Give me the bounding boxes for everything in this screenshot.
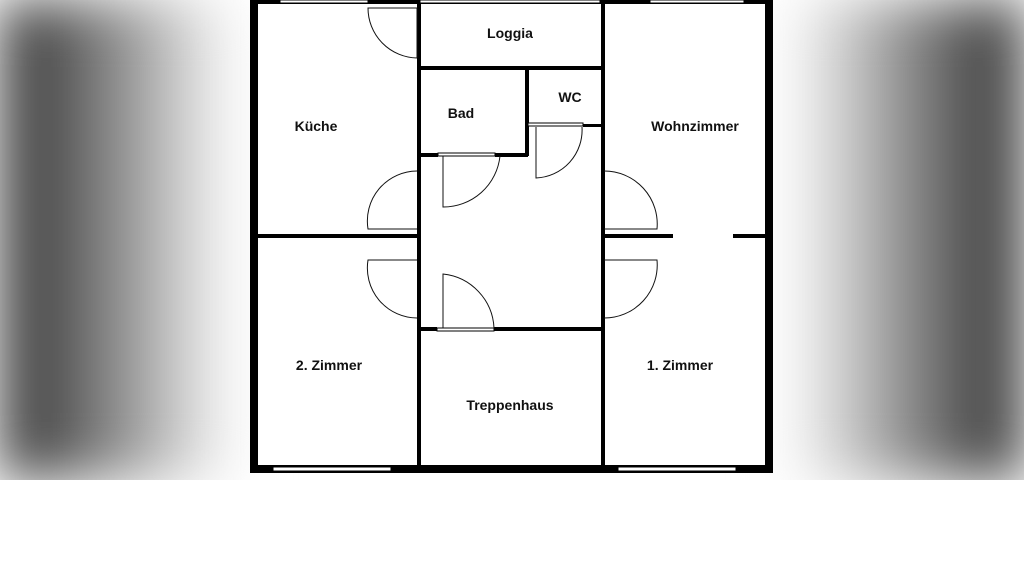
- wall-inner-left: [417, 0, 421, 465]
- wall-wohn-zimmer1: [604, 234, 673, 238]
- wall-bad-wc: [525, 68, 529, 156]
- windows: [272, 0, 745, 472]
- wall-inner-right: [601, 0, 605, 465]
- room-label-zimmer1: 1. Zimmer: [647, 357, 714, 373]
- door-zimmer2: [366, 259, 418, 319]
- background-bottom: [0, 480, 1024, 576]
- door-frame: [527, 122, 584, 127]
- window: [617, 466, 737, 472]
- wall-loggia: [420, 66, 602, 70]
- wall-bottom: [250, 465, 773, 473]
- wall-wohn-zimmer1-right: [733, 234, 766, 238]
- door-kueche-loggia: [367, 7, 418, 59]
- wall-bad-bottom-right: [495, 153, 528, 157]
- window: [272, 466, 392, 472]
- blurred-background-right: [784, 0, 1024, 480]
- door-wc: [535, 126, 583, 179]
- wall-treppenhaus: [420, 327, 437, 331]
- room-label-kueche: Küche: [295, 118, 338, 134]
- door-kueche: [366, 170, 418, 230]
- room-label-wohnzimmer: Wohnzimmer: [651, 118, 739, 134]
- room-label-wc: WC: [558, 89, 581, 105]
- wall-left: [250, 0, 258, 473]
- door-wohnzimmer: [603, 170, 658, 230]
- wall-right: [765, 0, 773, 473]
- room-label-bad: Bad: [448, 105, 474, 121]
- window: [649, 0, 745, 4]
- room-label-treppenhaus: Treppenhaus: [466, 397, 553, 413]
- wall-wc-bottom-right: [583, 124, 602, 127]
- doors: [366, 7, 658, 329]
- window: [279, 0, 369, 4]
- window: [419, 0, 601, 4]
- wall-bad-bottom-left: [420, 153, 438, 157]
- wall-treppenhaus-right: [494, 327, 602, 331]
- door-frame: [437, 152, 496, 157]
- door-treppenhaus: [442, 273, 495, 329]
- blurred-background-left: [0, 0, 240, 480]
- wall-kueche-zimmer2: [258, 234, 418, 238]
- door-frame: [436, 327, 495, 332]
- room-label-zimmer2: 2. Zimmer: [296, 357, 363, 373]
- room-label-loggia: Loggia: [487, 25, 533, 41]
- door-zimmer1: [603, 259, 658, 319]
- door-bad: [442, 155, 501, 208]
